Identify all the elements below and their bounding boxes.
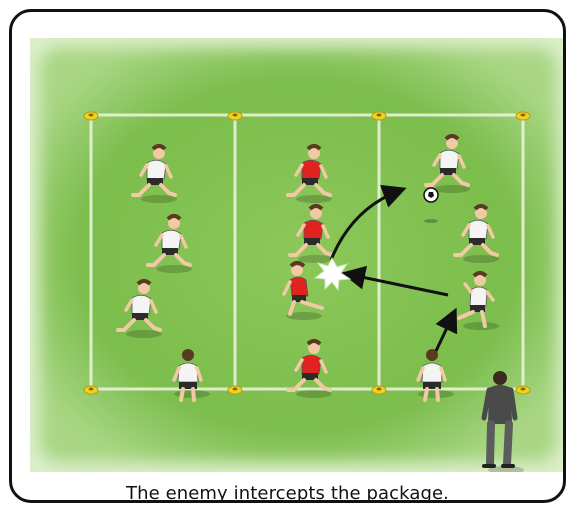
arrows <box>329 184 458 352</box>
defender-player-icon <box>282 261 324 320</box>
cones <box>83 111 531 395</box>
attacker-player-icon <box>453 204 499 263</box>
cone-icon <box>371 385 387 395</box>
attacker-player-icon <box>457 271 499 330</box>
attacker-player-icon <box>116 279 162 338</box>
arrow-pass-intercepted <box>341 265 449 297</box>
coach-icon <box>481 371 524 472</box>
arrow-player-run <box>434 307 458 352</box>
cone-icon <box>227 385 243 395</box>
attacker-player-icon <box>131 144 177 203</box>
ball-icon <box>423 187 439 223</box>
defender-player-icon <box>286 144 332 203</box>
field-lines <box>89 113 525 391</box>
attacker-player-icon <box>416 349 454 402</box>
players <box>116 134 499 402</box>
cone-icon <box>515 111 531 121</box>
cone-icon <box>371 111 387 121</box>
attacker-player-icon <box>146 214 192 273</box>
defender-player-icon <box>286 339 332 398</box>
impact-burst-icon <box>313 256 352 292</box>
cone-icon <box>515 385 531 395</box>
caption: The enemy intercepts the package. <box>125 483 450 503</box>
attacker-player-icon <box>424 134 470 193</box>
defender-player-icon <box>288 204 334 263</box>
outer-boundary <box>89 113 525 391</box>
cone-icon <box>227 111 243 121</box>
cone-icon <box>83 385 99 395</box>
drill-diagram <box>30 38 563 472</box>
arrow-pass-to-ball <box>329 184 407 261</box>
cone-icon <box>83 111 99 121</box>
diagram-card: The enemy intercepts the package. <box>9 9 566 503</box>
pitch <box>30 38 563 472</box>
attacker-player-icon <box>172 349 210 402</box>
